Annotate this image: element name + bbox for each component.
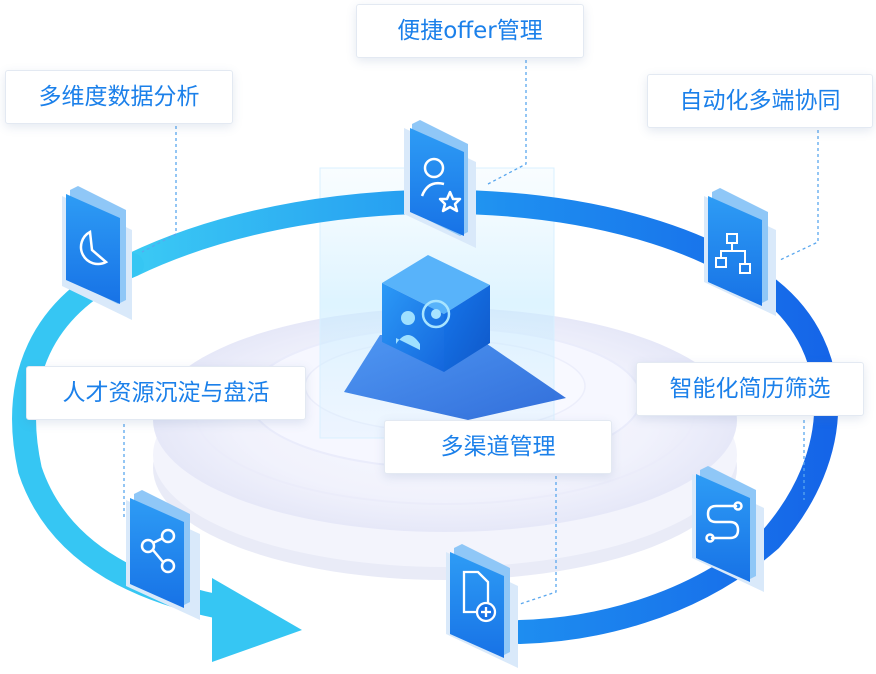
network-nodes-icon (140, 528, 176, 574)
channels-card (446, 544, 518, 668)
cycle-arrow-head (212, 578, 302, 662)
connector-lines (123, 60, 819, 605)
talent-card (126, 490, 200, 620)
screening-card (692, 466, 764, 592)
label-multi-device-sync: 自动化多端协同 (647, 74, 873, 128)
pie-chart-icon (79, 230, 109, 266)
sync-card (704, 188, 776, 316)
label-data-analytics: 多维度数据分析 (5, 70, 233, 124)
label-resume-screening: 智能化简历筛选 (636, 362, 864, 416)
label-talent-pool: 人才资源沉淀与盘活 (26, 366, 306, 420)
offer-card (404, 120, 476, 248)
route-icon (705, 501, 743, 543)
org-chart-icon (715, 233, 751, 274)
label-offer-management: 便捷offer管理 (356, 4, 584, 58)
central-cube (344, 255, 566, 420)
label-channel-management: 多渠道管理 (384, 420, 612, 474)
document-add-icon (462, 570, 497, 623)
analytics-card (62, 186, 132, 320)
user-star-icon (420, 157, 462, 213)
